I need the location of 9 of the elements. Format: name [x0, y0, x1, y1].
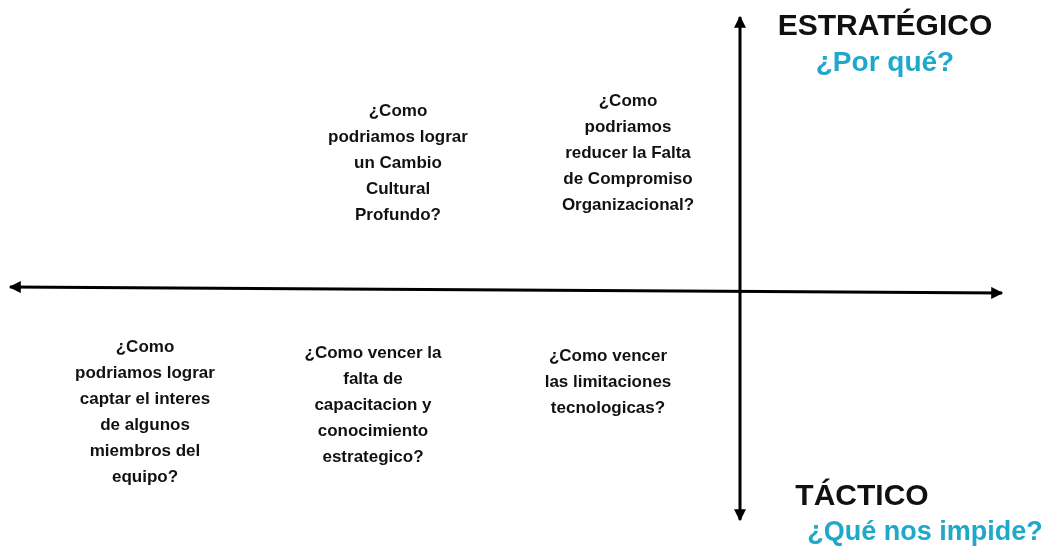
question-text: ¿Como podriamos lograr captar el interes de algunos miembros del equipo? — [74, 336, 216, 488]
question-text: ¿Como podriamos lograr un Cambio Cultural Profundo? — [327, 100, 469, 226]
question-text: ¿Como vencer las limitaciones tecnologicas? — [543, 345, 673, 419]
axis-title: ESTRATÉGICO — [776, 8, 994, 43]
axis-subtitle: ¿Qué nos impide? — [806, 516, 1044, 548]
question-text: ¿Como vencer la falta de capacitacion y conocimiento estrategico? — [303, 342, 443, 468]
question-text: ¿Como podriamos reducer la Falta de Compromiso Organizacional? — [560, 90, 696, 216]
axis-title: TÁCTICO — [794, 478, 930, 513]
axis-subtitle: ¿Por qué? — [814, 46, 956, 79]
